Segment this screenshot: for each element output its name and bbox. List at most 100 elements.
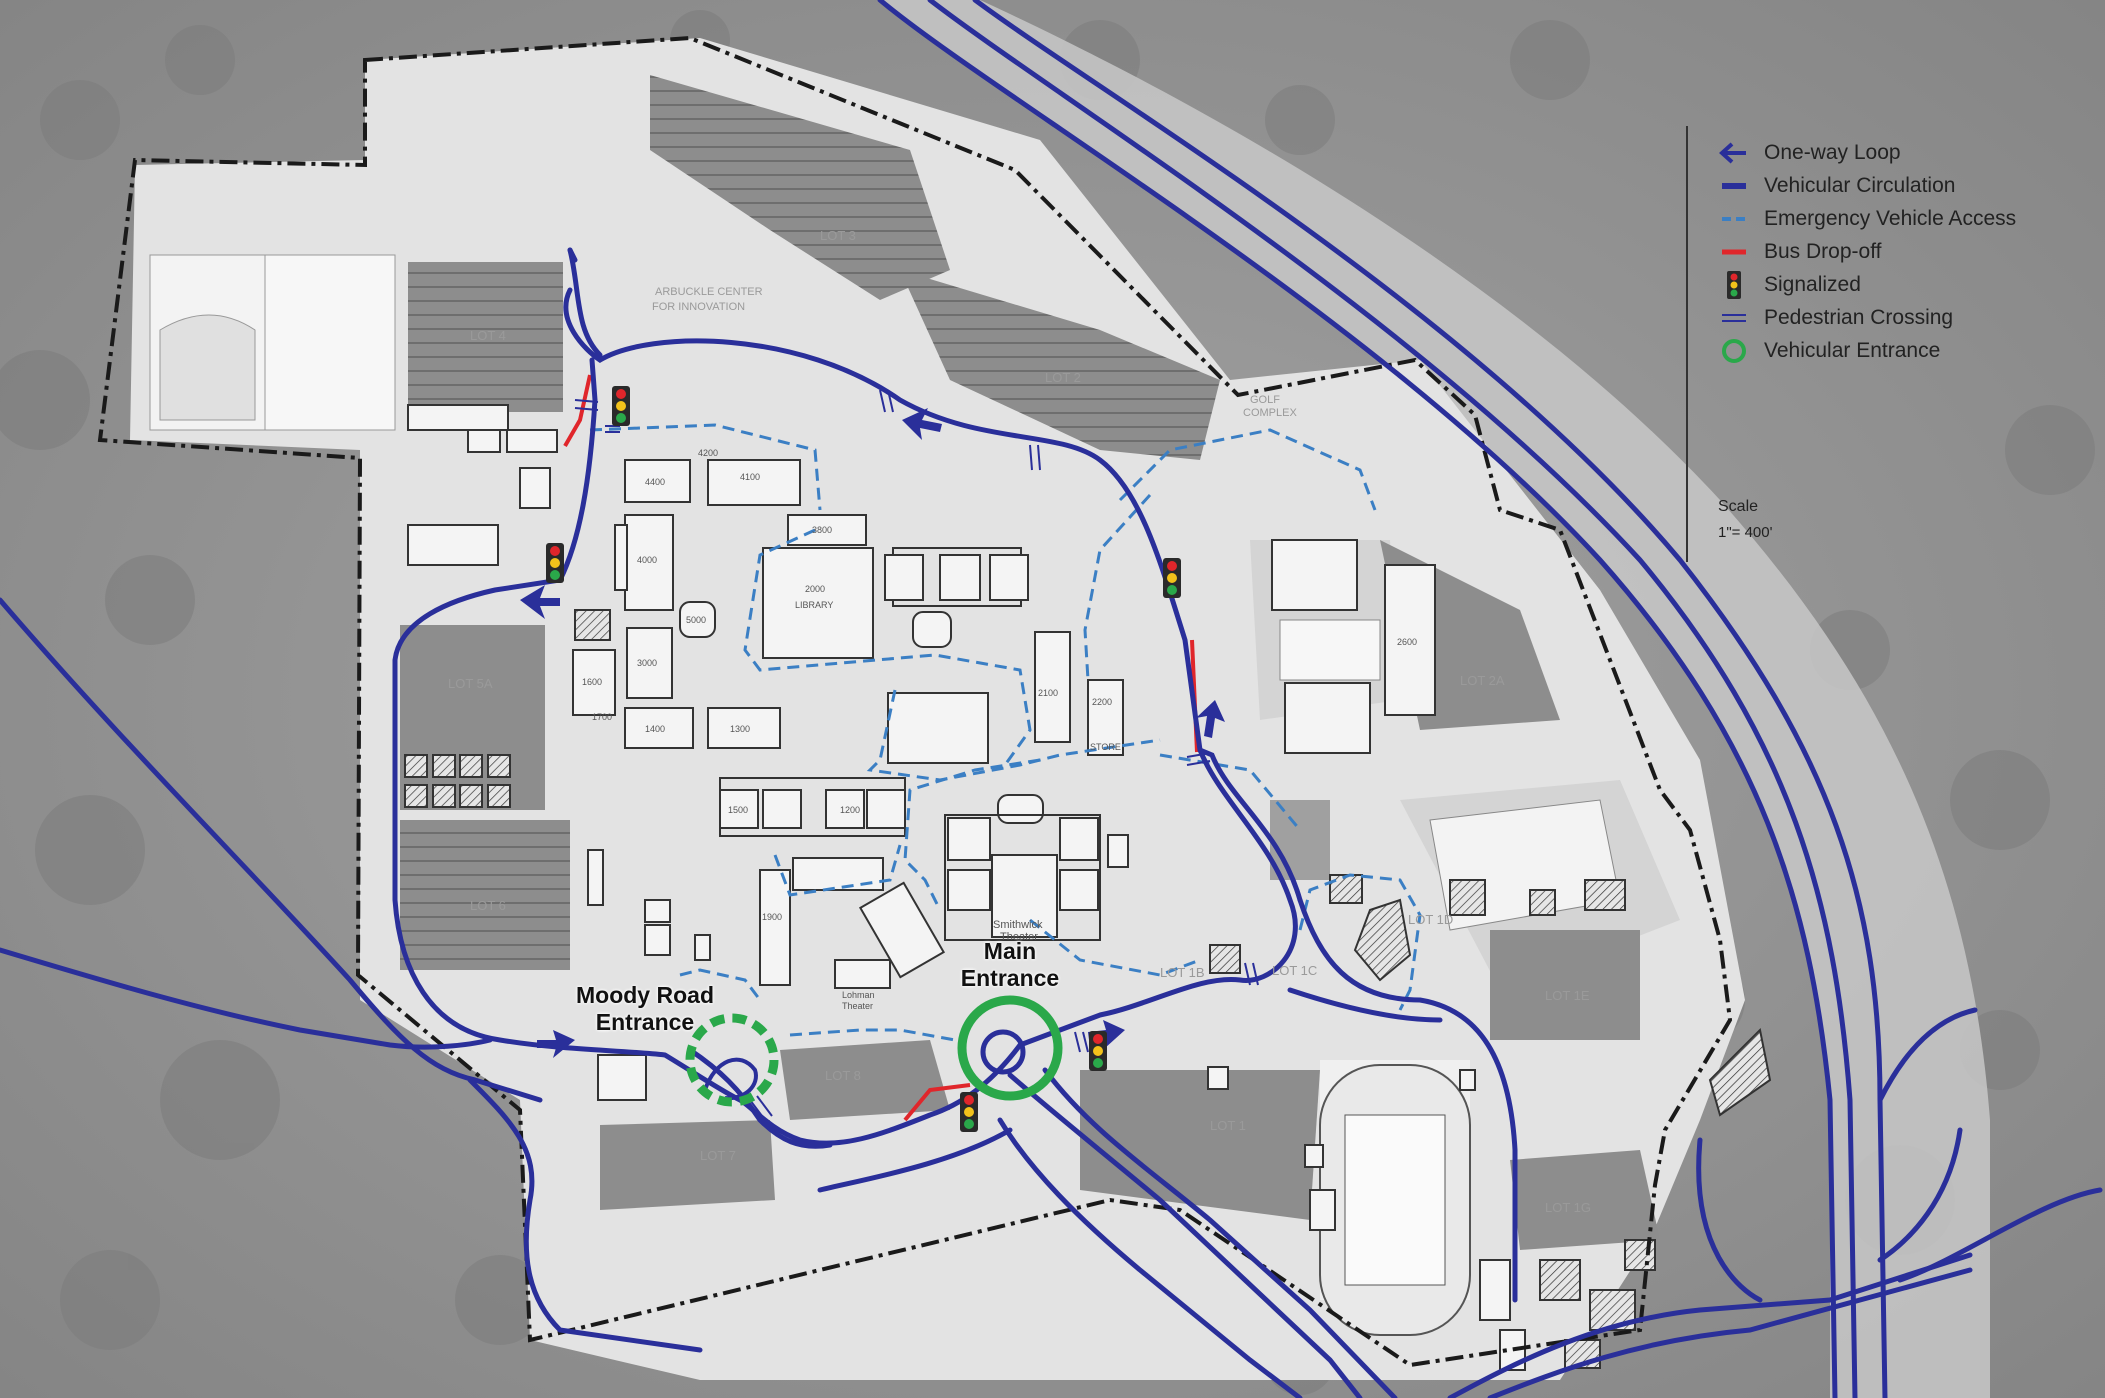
aerial-texture <box>0 10 2095 1395</box>
main-label-line1: Main <box>983 938 1037 964</box>
traffic-light-icon <box>546 543 564 583</box>
legend-label: Vehicular Circulation <box>1764 174 1956 197</box>
lot-2a-label: LOT 2A <box>1460 673 1505 688</box>
b1400-label: 1400 <box>645 724 665 734</box>
traffic-light-icon <box>1089 1031 1107 1071</box>
lot-5a-label: LOT 5A <box>448 676 493 691</box>
legend-item-emergency: Emergency Vehicle Access <box>1716 204 2016 234</box>
building-1400 <box>624 707 694 749</box>
library <box>762 547 874 659</box>
arbuckle-label-2: FOR INNOVATION <box>652 301 745 313</box>
traffic-light-icon <box>1716 270 1752 300</box>
lot-1e-area <box>1490 930 1640 1040</box>
traffic-signals <box>546 386 1181 1132</box>
b3000-label: 3000 <box>637 658 657 668</box>
double-line-icon <box>1716 303 1752 333</box>
legend-label: One-way Loop <box>1764 141 1901 164</box>
map-legend: One-way Loop Vehicular Circulation Emerg… <box>1686 126 2086 566</box>
b1200-label: 1200 <box>840 805 860 815</box>
smithwick-label: Smithwick <box>993 919 1043 931</box>
traffic-light-icon <box>960 1092 978 1132</box>
lot-1-label: LOT 1 <box>1210 1118 1246 1133</box>
b2600-label: 2600 <box>1397 637 1417 647</box>
building-4100 <box>707 459 801 506</box>
pool <box>1279 619 1381 681</box>
legend-label: Bus Drop-off <box>1764 240 1882 263</box>
red-line-icon <box>1716 237 1752 267</box>
traffic-light-icon <box>612 386 630 426</box>
legend-label: Emergency Vehicle Access <box>1764 207 2017 230</box>
lot-1b-label: LOT 1B <box>1160 965 1205 980</box>
legend-label: Signalized <box>1764 273 1861 296</box>
b2200-label: 2200 <box>1092 697 1112 707</box>
lot-1d-label: LOT 1D <box>1408 912 1453 927</box>
moody-label-line2: Entrance <box>595 1009 695 1035</box>
arrow-icon <box>902 408 942 440</box>
green-circle-icon <box>1716 336 1752 366</box>
lot-8-label: LOT 8 <box>825 1068 861 1083</box>
building-3800 <box>787 514 867 546</box>
campus-boundary <box>97 35 1733 1368</box>
lot-3-area <box>650 75 950 300</box>
legend-item-pedestrian: Pedestrian Crossing <box>1716 303 1953 333</box>
legend-item-one-way-loop: One-way Loop <box>1716 138 1901 168</box>
store-label: STORE <box>1090 742 1121 752</box>
arrow-icon <box>1196 700 1225 738</box>
legend-label: Pedestrian Crossing <box>1764 306 1954 329</box>
b5000-label: 5000 <box>686 615 706 625</box>
building-1300 <box>707 707 781 749</box>
lot-2-label: LOT 2 <box>1045 370 1081 385</box>
b4400-label: 4400 <box>645 477 665 487</box>
moody-roundabout <box>703 1057 758 1101</box>
traffic-light-icon <box>1163 558 1181 598</box>
golf-label: GOLF <box>1250 394 1280 406</box>
building-2100 <box>1034 631 1071 743</box>
library-label: LIBRARY <box>795 600 833 610</box>
b1700-label: 1700 <box>592 712 612 722</box>
emergency-vehicle-access <box>589 423 1422 1042</box>
arbuckle-label: ARBUCKLE CENTER <box>655 286 763 298</box>
legend-item-signalized: Signalized <box>1716 270 1861 300</box>
scale-title: Scale <box>1718 498 1759 515</box>
legend-item-vehicular: Vehicular Circulation <box>1716 171 1955 201</box>
main-label-line2: Entrance <box>960 965 1060 991</box>
b1600-label: 1600 <box>582 677 602 687</box>
lot-1c-label: LOT 1C <box>1272 963 1317 978</box>
lohman-theater <box>834 959 891 989</box>
lot-1d-area <box>1270 800 1330 880</box>
legend-item-bus: Bus Drop-off <box>1716 237 1882 267</box>
lohman-label: Lohman <box>842 990 875 1000</box>
building-1900 <box>759 869 791 986</box>
b4100-label: 4100 <box>740 472 760 482</box>
b4000-label: 4000 <box>637 555 657 565</box>
lot-1g-area <box>1510 1150 1660 1250</box>
building-2200-store <box>1087 679 1124 756</box>
b1500-label: 1500 <box>728 805 748 815</box>
main-entrance-label: Main Entrance <box>940 938 1080 992</box>
lohman-label-2: Theater <box>842 1001 873 1011</box>
moody-road-entrance-label: Moody Road Entrance <box>560 982 730 1036</box>
building-1600 <box>572 649 616 716</box>
building-4400 <box>624 459 691 503</box>
golf-label-2: COMPLEX <box>1243 407 1297 419</box>
building-labels: 4400 4100 4200 4000 3800 2000 5000 3000 … <box>582 448 1417 922</box>
legend-item-entrance: Vehicular Entrance <box>1716 336 1940 366</box>
lot-7-area <box>600 1120 775 1210</box>
lot-6-area <box>400 820 570 970</box>
b4200-label: 4200 <box>698 448 718 458</box>
lot-labels: LOT 4 LOT 3 LOT 2 LOT 5A LOT 6 LOT 7 LOT… <box>448 228 1591 1215</box>
hatched-buildings <box>404 754 1772 1369</box>
solid-line-icon <box>1716 171 1752 201</box>
smithwick-theater <box>944 814 1101 941</box>
b2000-label: 2000 <box>805 584 825 594</box>
buildings <box>407 404 1526 1371</box>
arrow-icon <box>520 585 560 619</box>
b2100-label: 2100 <box>1038 688 1058 698</box>
building-3000 <box>626 627 673 699</box>
b1300-label: 1300 <box>730 724 750 734</box>
legend-label: Vehicular Entrance <box>1764 339 1941 362</box>
lot-4-label: LOT 4 <box>470 328 506 343</box>
lot-3-label: LOT 3 <box>820 228 856 243</box>
